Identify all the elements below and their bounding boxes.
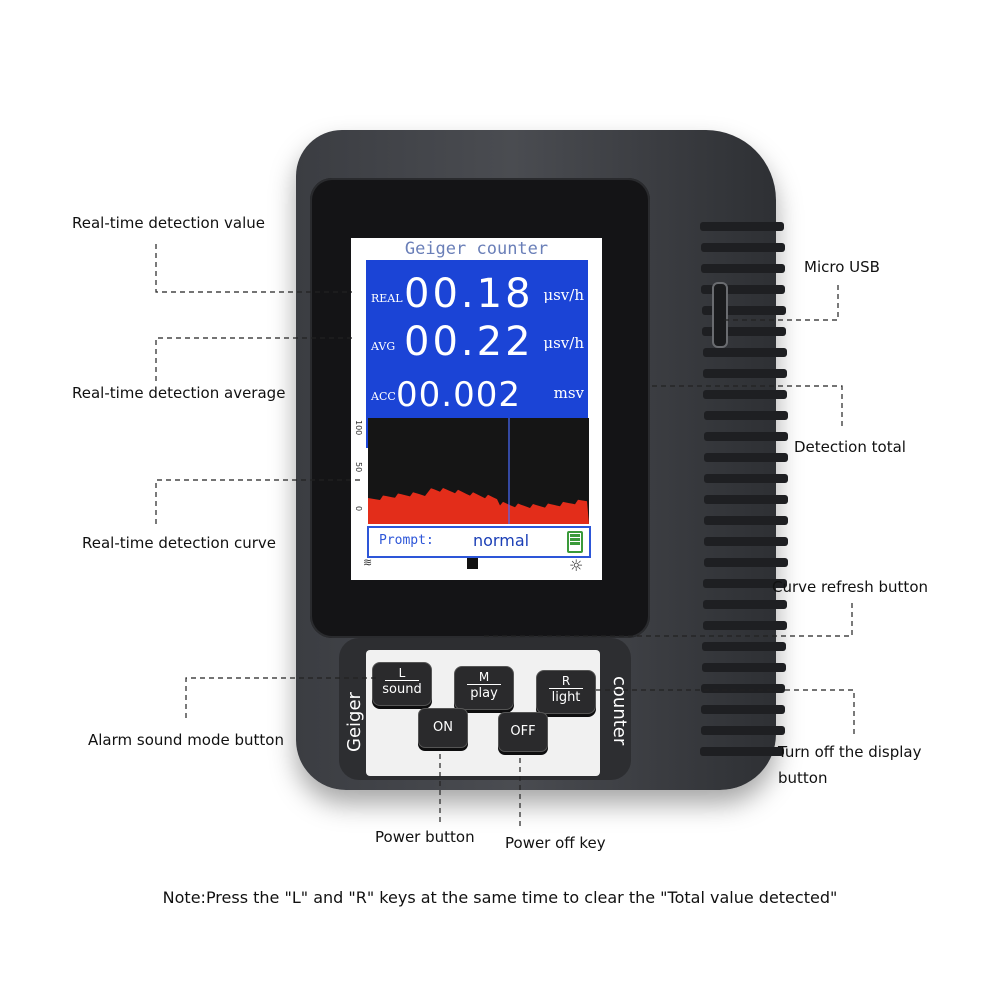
r-light-button[interactable]: R light — [536, 670, 596, 714]
l-key-bottom-label: sound — [382, 682, 422, 697]
screen-title: Geiger counter — [404, 239, 549, 259]
grip-ridge — [701, 684, 785, 693]
grip-ridge — [702, 306, 786, 315]
reading-acc-label: ACC — [371, 390, 396, 403]
grip-ridge — [703, 579, 787, 588]
grip-ridge — [701, 705, 785, 714]
reading-avg-unit: μsv/h — [543, 334, 584, 352]
grip-ridge — [703, 348, 787, 357]
grip-ridge — [703, 600, 787, 609]
callout-display-off-line2: button — [778, 769, 828, 787]
realtime-curve-plot — [368, 418, 589, 524]
leader-micro-usb — [724, 284, 839, 321]
callout-micro-usb: Micro USB — [804, 258, 880, 276]
battery-icon — [567, 531, 583, 553]
callout-realtime-value: Real-time detection value — [72, 214, 265, 232]
reading-acc-unit: msv — [553, 384, 584, 402]
micro-usb-port[interactable] — [712, 282, 728, 348]
display-screen: Geiger counter REAL 00.18 μsv/h AVG 00.2… — [351, 238, 602, 580]
readout-panel: REAL 00.18 μsv/h AVG 00.22 μsv/h ACC 00.… — [366, 260, 588, 448]
grip-ridge — [701, 285, 785, 294]
callout-power-off-key: Power off key — [505, 834, 606, 852]
grip-ridge — [704, 432, 788, 441]
callout-detection-total: Detection total — [794, 438, 906, 456]
grip-ridge — [700, 222, 784, 231]
r-key-top-label: R — [549, 674, 583, 689]
footer-note: Note:Press the "L" and "R" keys at the s… — [162, 888, 838, 907]
grip-ridge — [700, 747, 784, 756]
grip-ridge — [703, 390, 787, 399]
leader-realtime-average — [155, 337, 352, 382]
wave-icon: ≋ — [363, 556, 373, 569]
stop-icon — [467, 558, 478, 569]
grip-ridge — [703, 621, 787, 630]
grip-ridge — [704, 495, 788, 504]
curve-area — [368, 488, 589, 524]
grip-ridge — [702, 642, 786, 651]
grip-ridge — [704, 516, 788, 525]
m-key-bottom-label: play — [470, 686, 498, 701]
leader-realtime-curve — [155, 479, 360, 526]
leader-detection-total — [652, 385, 843, 430]
m-key-top-label: M — [467, 670, 501, 685]
grip-ridge — [703, 369, 787, 378]
leader-realtime-value — [155, 244, 352, 293]
off-button-label: OFF — [510, 724, 536, 739]
curve-svg — [368, 418, 589, 524]
leader-alarm-sound — [185, 677, 376, 722]
grip-ridge — [701, 726, 785, 735]
reading-acc: ACC 00.002 msv — [366, 360, 588, 415]
grip-ridge — [702, 327, 786, 336]
grip-ridge — [701, 243, 785, 252]
leader-curve-refresh — [484, 600, 853, 637]
m-play-button[interactable]: M play — [454, 666, 514, 710]
grip-ridge — [704, 558, 788, 567]
reading-avg: AVG 00.22 μsv/h — [366, 310, 588, 365]
grip-ridge — [704, 453, 788, 462]
reading-real: REAL 00.18 μsv/h — [366, 262, 588, 317]
callout-realtime-average: Real-time detection average — [72, 384, 286, 402]
reading-avg-value: 00.22 — [404, 319, 534, 365]
brightness-icon: ☼ — [569, 556, 584, 575]
r-key-bottom-label: light — [551, 690, 581, 705]
grip-ridge — [701, 264, 785, 273]
reading-acc-value: 00.002 — [396, 375, 521, 415]
grip-ridge — [704, 411, 788, 420]
grip-ridge — [704, 537, 788, 546]
on-button-label: ON — [433, 720, 453, 735]
reading-real-value: 00.18 — [404, 271, 534, 317]
grip-ridge — [702, 663, 786, 672]
grip-ridge — [704, 474, 788, 483]
callout-power-button: Power button — [375, 828, 475, 846]
leader-display-off — [596, 689, 855, 734]
reading-avg-label: AVG — [371, 340, 396, 353]
reading-real-label: REAL — [371, 292, 403, 305]
l-sound-button[interactable]: L sound — [372, 662, 432, 706]
reading-real-unit: μsv/h — [543, 286, 584, 304]
callout-alarm-sound: Alarm sound mode button — [88, 731, 284, 749]
off-button[interactable]: OFF — [498, 712, 548, 752]
l-key-top-label: L — [385, 666, 419, 681]
callout-display-off-line1: Turn off the display — [778, 743, 922, 761]
on-button[interactable]: ON — [418, 708, 468, 748]
prompt-bar: Prompt: normal — [367, 526, 591, 558]
callout-realtime-curve: Real-time detection curve — [82, 534, 277, 552]
callout-curve-refresh: Curve refresh button — [772, 578, 928, 596]
prompt-status: normal — [473, 531, 530, 550]
prompt-label: Prompt: — [379, 533, 434, 548]
